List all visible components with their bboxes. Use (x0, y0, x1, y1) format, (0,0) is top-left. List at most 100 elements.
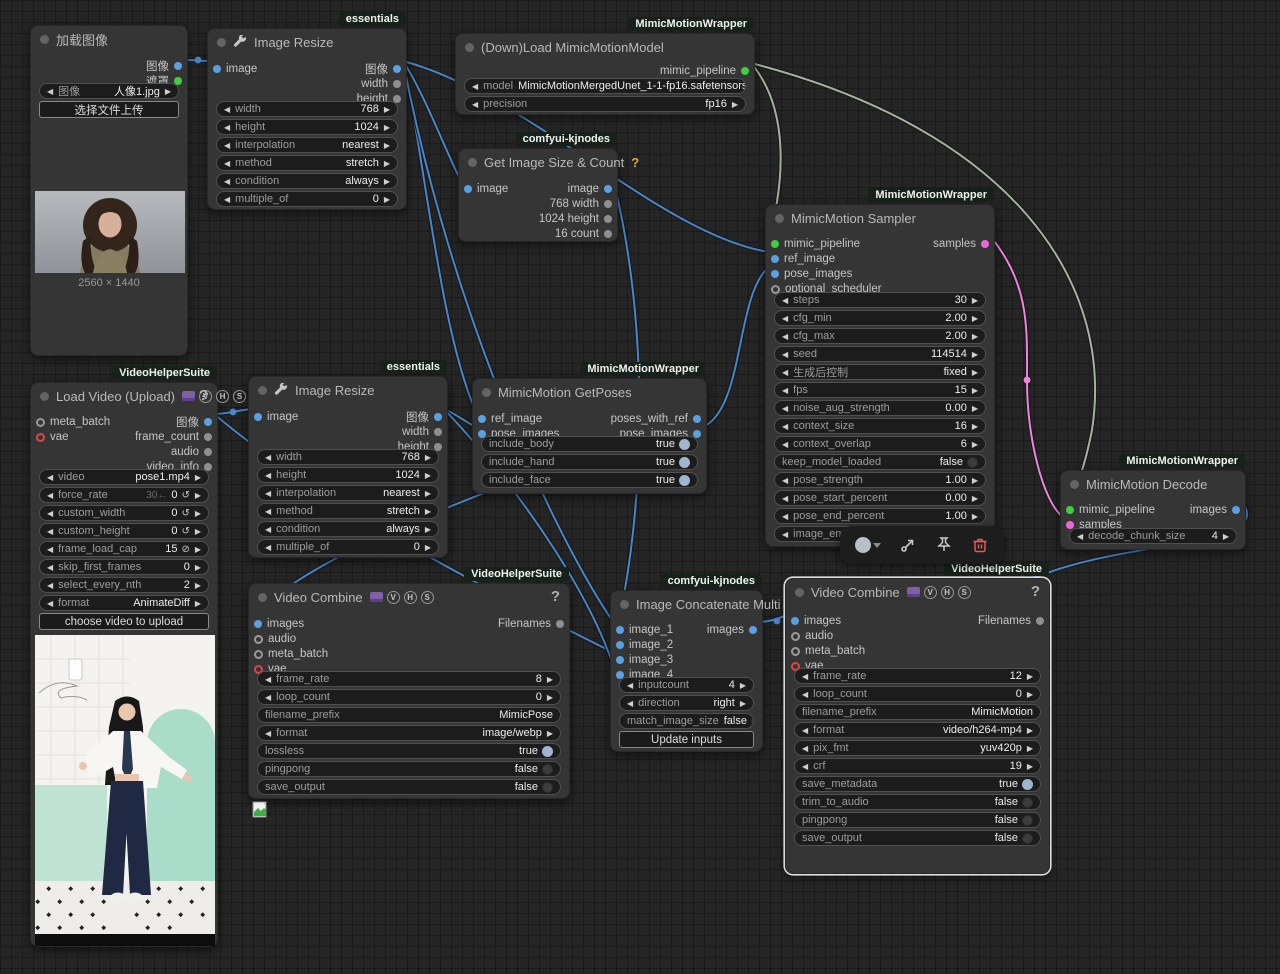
output-slot-images[interactable] (749, 626, 757, 634)
toggle-circle[interactable] (1022, 778, 1033, 790)
input-slot-samples[interactable] (1066, 521, 1074, 529)
toggle-circle[interactable] (1022, 832, 1033, 844)
wire-reroute-dot[interactable] (194, 56, 202, 64)
node-header[interactable]: Image Concatenate Multi? (611, 591, 795, 617)
input-slot-images[interactable] (791, 617, 799, 625)
input-slot-audio[interactable] (254, 634, 263, 644)
node-header[interactable]: (Down)Load MimicMotionModel (456, 34, 754, 60)
output-slot-height[interactable] (393, 95, 401, 103)
input-slot-audio[interactable] (791, 631, 800, 641)
node-header[interactable]: Image Resize (249, 377, 447, 403)
node-load-mimicmotion-model[interactable]: MimicMotionWrapper(Down)Load MimicMotion… (455, 17, 755, 115)
output-slot-poses-with-ref[interactable] (693, 415, 701, 423)
bypass-arrow-icon[interactable] (899, 536, 917, 554)
input-slot-optional-scheduler[interactable] (771, 284, 780, 294)
input-slot-image-2[interactable] (616, 641, 624, 649)
toggle-circle[interactable] (1022, 796, 1033, 808)
collapse-dot-icon[interactable] (775, 213, 784, 223)
button-choose-video-to-upload[interactable]: choose video to upload (39, 613, 209, 630)
output-slot-audio[interactable] (204, 448, 212, 456)
output-slot-mimic-pipeline[interactable] (741, 67, 749, 75)
node-header[interactable]: Image Resize (208, 29, 406, 55)
collapse-dot-icon[interactable] (795, 587, 804, 597)
input-slot-meta-batch[interactable] (791, 646, 800, 656)
toggle-circle[interactable] (679, 456, 690, 468)
output-slot-height[interactable] (434, 443, 442, 451)
input-slot-image[interactable] (254, 413, 262, 421)
pin-icon[interactable] (935, 536, 953, 554)
node-load-image[interactable]: 加载图像图像遮罩◀图像人像1.jpg▶选择文件上传 2560 × 1440 (30, 25, 188, 356)
output-slot-images[interactable] (1232, 506, 1240, 514)
output-slot-图像[interactable] (174, 62, 182, 70)
output-slot-图像[interactable] (204, 418, 212, 426)
toggle-circle[interactable] (542, 781, 553, 793)
collapse-dot-icon[interactable] (465, 42, 474, 52)
node-color-swatch-icon[interactable] (855, 537, 881, 553)
output-slot-filenames[interactable] (1036, 617, 1044, 625)
node-header[interactable]: MimicMotion Decode (1061, 471, 1245, 497)
collapse-dot-icon[interactable] (217, 37, 226, 47)
output-slot-frame-count[interactable] (204, 433, 212, 441)
help-icon[interactable]: ? (550, 588, 560, 605)
collapse-dot-icon[interactable] (468, 157, 477, 167)
output-slot-width[interactable] (393, 80, 401, 88)
node-header[interactable]: MimicMotion Sampler (766, 205, 994, 231)
button-update-inputs[interactable]: Update inputs (619, 731, 754, 748)
input-slot-vae[interactable] (36, 432, 45, 442)
toggle-circle[interactable] (542, 745, 553, 757)
input-slot-images[interactable] (254, 620, 262, 628)
collapse-dot-icon[interactable] (482, 387, 491, 397)
input-slot-image-1[interactable] (616, 626, 624, 634)
input-slot-mimic-pipeline[interactable] (1066, 506, 1074, 514)
output-slot-video-info[interactable] (204, 463, 212, 471)
collapse-dot-icon[interactable] (258, 385, 267, 395)
input-slot-meta-batch[interactable] (36, 417, 45, 427)
output-slot-image[interactable] (604, 185, 612, 193)
toggle-circle[interactable] (679, 474, 690, 486)
collapse-dot-icon[interactable] (40, 34, 49, 44)
input-slot-image[interactable] (464, 185, 472, 193)
input-slot-image-3[interactable] (616, 656, 624, 664)
output-slot-pose-images[interactable] (693, 430, 701, 438)
